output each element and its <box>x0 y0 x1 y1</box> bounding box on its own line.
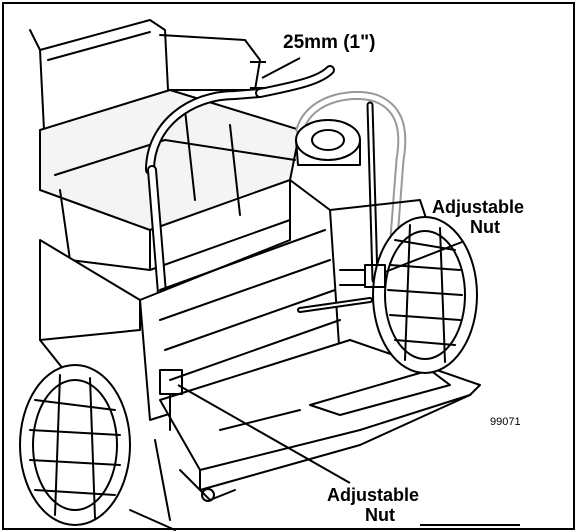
right-drive-wheel <box>372 216 478 374</box>
seat-cushion <box>39 89 301 271</box>
measurement-callout: 25mm (1") <box>283 32 376 53</box>
lower-nut-label-line1: Adjustable <box>327 485 420 505</box>
upper-nut-leader <box>384 241 463 273</box>
upper-nut-assembly <box>339 264 386 288</box>
damper-rod <box>297 297 373 313</box>
upper-nut-label-line2: Nut <box>470 217 500 237</box>
right-control-lever <box>295 90 407 295</box>
upper-nut-label-line1: Adjustable <box>432 197 525 217</box>
left-drive-wheel <box>19 364 131 526</box>
upper-adjustable-nut-callout: Adjustable Nut <box>432 198 524 236</box>
cup-holder <box>295 119 361 166</box>
foot-plate <box>159 339 481 491</box>
figure-number: 99071 <box>490 416 521 428</box>
lower-nut-label-line2: Nut <box>365 505 395 525</box>
lower-nut-assembly <box>159 369 183 431</box>
front-caster <box>129 439 236 531</box>
lower-adjustable-nut-callout: Adjustable Nut <box>327 486 419 524</box>
measurement-leader <box>261 57 301 79</box>
lower-nut-leader <box>177 384 351 484</box>
